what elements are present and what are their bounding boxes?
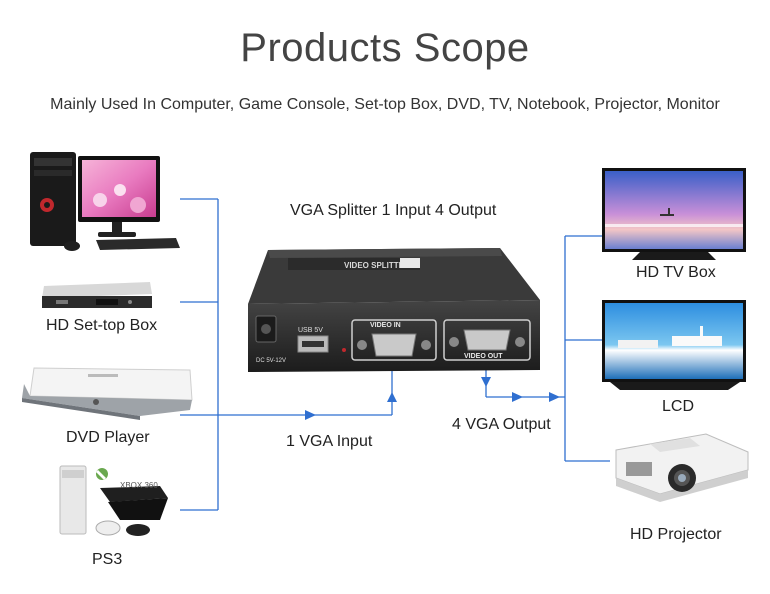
device-brand-text: VIDEO SPLITTER [344, 261, 410, 270]
source-label-ps3: PS3 [92, 551, 123, 568]
display-label-lcd: LCD [662, 398, 695, 415]
xbox-logo-text: XBOX 360 [120, 481, 158, 490]
splitter-caption: VGA Splitter 1 Input 4 Output [290, 202, 497, 219]
lcd-monitor-icon [602, 300, 746, 390]
page-title: Products Scope [240, 26, 530, 70]
output-label: 4 VGA Output [452, 416, 551, 433]
video-in-label: VIDEO IN [370, 322, 401, 329]
tv-icon [602, 168, 746, 260]
set-top-box-icon [42, 282, 152, 308]
page-subtitle: Mainly Used In Computer, Game Console, S… [50, 96, 720, 113]
dvd-player-icon [22, 367, 193, 420]
display-label-hd-projector: HD Projector [630, 526, 722, 543]
arrow-right-icon [512, 392, 523, 402]
vga-splitter-device: VIDEO SPLITTER DC 5V-12V USB 5V VIDEO IN… [248, 248, 540, 372]
output-arrow-icons [481, 377, 560, 402]
display-label-hd-tv-box: HD TV Box [636, 264, 716, 281]
input-label: 1 VGA Input [286, 433, 373, 450]
video-out-label: VIDEO OUT [464, 353, 503, 360]
input-arrow-icons [305, 392, 397, 420]
game-console-icon: XBOX 360 [59, 465, 168, 536]
arrow-right-icon [305, 410, 316, 420]
source-label-set-top-box: HD Set-top Box [46, 317, 158, 334]
arrow-down-icon [481, 377, 491, 387]
dc-label: DC 5V-12V [256, 358, 286, 364]
desktop-computer-icon [30, 152, 180, 251]
source-label-dvd-player: DVD Player [66, 429, 150, 446]
projector-icon [615, 433, 749, 502]
arrow-right-icon [549, 392, 560, 402]
usb-label: USB 5V [298, 327, 323, 334]
arrow-up-icon [387, 392, 397, 402]
